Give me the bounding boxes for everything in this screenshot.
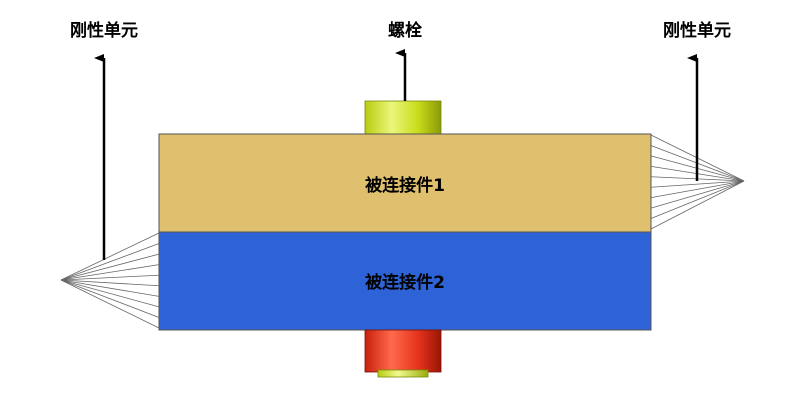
rigid-link-line-right — [650, 180, 745, 199]
rigid-link-line-right — [650, 180, 745, 219]
bolt-top-head — [364, 100, 442, 136]
label-rigid-right: 刚性单元 — [663, 20, 731, 41]
connected-part-2 — [158, 231, 652, 331]
label-rigid-left: 刚性单元 — [70, 20, 138, 41]
connected-part-1 — [158, 133, 652, 233]
rigid-element-left-spider — [60, 232, 160, 329]
rigid-link-line-right — [650, 180, 745, 188]
label-bolt: 螺栓 — [388, 20, 422, 41]
label-part-1: 被连接件1 — [365, 175, 445, 196]
rigid-link-line-left — [60, 253, 160, 281]
rigid-link-line-left — [60, 279, 160, 287]
rigid-link-line-left — [60, 279, 160, 297]
rigid-link-line-left — [60, 264, 160, 281]
bolt-bottom-shank — [364, 329, 442, 378]
rigid-link-line-left — [60, 279, 160, 318]
bolt-nut — [377, 369, 429, 378]
label-part-2: 被连接件2 — [365, 272, 445, 293]
rigid-link-line-left — [60, 279, 160, 329]
rigid-link-line-left — [60, 274, 160, 281]
rigid-link-line-left — [60, 279, 160, 308]
rigid-link-line-right — [650, 180, 745, 209]
rigid-link-line-right — [650, 180, 745, 230]
rigid-link-line-left — [60, 243, 160, 281]
rigid-link-line-left — [60, 232, 160, 281]
